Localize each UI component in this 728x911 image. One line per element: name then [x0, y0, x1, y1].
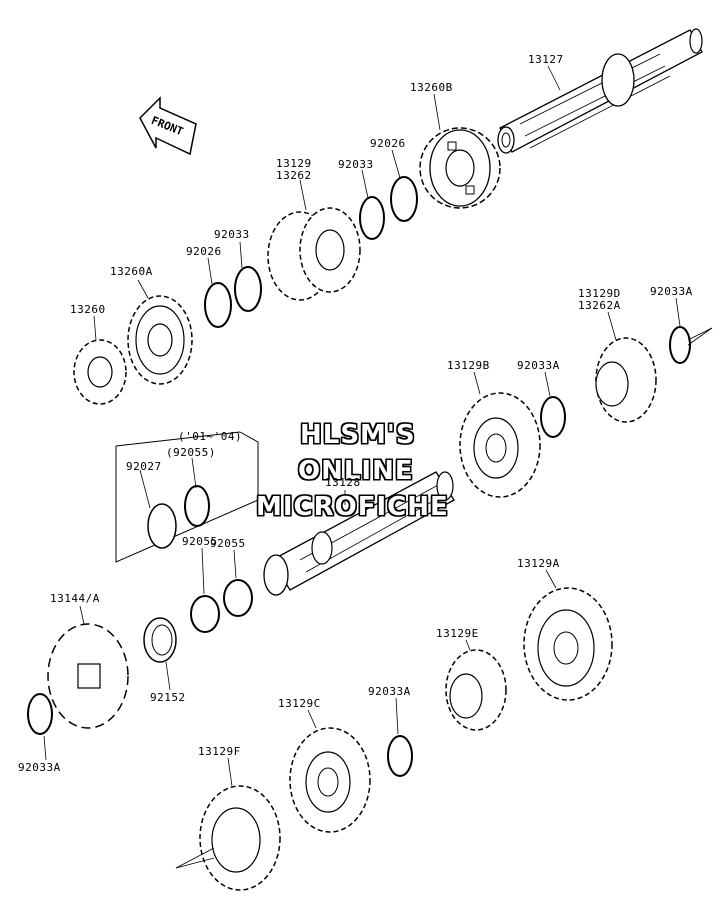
label-13129A: 13129A [517, 557, 560, 570]
gear-13129A [523, 587, 613, 701]
countershaft-13128 [263, 471, 455, 596]
circlip-92026-top [390, 176, 418, 222]
label-92026-top: 92026 [370, 137, 406, 150]
gear-13260A [127, 295, 193, 385]
gear-13129F [199, 785, 281, 891]
gear-13129C [289, 727, 371, 833]
label-92055-a: 92055 [182, 535, 218, 548]
watermark-line-3: MICROFICHE [256, 492, 449, 522]
gear-13260 [73, 339, 127, 405]
inset-year-note: ('01~'04) [178, 430, 243, 443]
label-13127: 13127 [528, 53, 564, 66]
gear-13129 [267, 207, 361, 301]
watermark-line-1: HLSM'S [300, 420, 416, 450]
gear-13260B [419, 127, 501, 209]
label-92033A-mid: 92033A [517, 359, 560, 372]
circlip-92033A-left [27, 693, 53, 735]
label-92033A-left: 92033A [18, 761, 61, 774]
inset-part-92027: 92027 [126, 460, 162, 473]
label-13260A: 13260A [110, 265, 153, 278]
label-92033A-lower: 92033A [368, 685, 411, 698]
label-92055-b: 92055 [210, 537, 246, 550]
label-92033-top: 92033 [338, 158, 374, 171]
label-13129: 13129 [276, 157, 312, 170]
label-92033-mid: 92033 [214, 228, 250, 241]
label-13262: 13262 [276, 169, 312, 182]
oring-92055-b [223, 579, 253, 617]
gear-13129B [459, 392, 541, 498]
label-13260B: 13260B [410, 81, 453, 94]
watermark-line-2: ONLINE [298, 456, 414, 486]
label-92026-mid: 92026 [186, 245, 222, 258]
label-13144A: 13144/A [50, 592, 100, 605]
leader-lines [43, 65, 681, 787]
pointer-line [175, 847, 215, 869]
label-13260: 13260 [70, 303, 106, 316]
circlip-92026-mid [204, 282, 232, 328]
main-shaft-13127 [497, 28, 703, 154]
sprocket-13144A [47, 623, 129, 729]
pointer-line [687, 327, 713, 346]
gear-13129D [595, 337, 657, 423]
label-13129F: 13129F [198, 745, 241, 758]
label-13129D: 13129D [578, 287, 621, 300]
label-92152: 92152 [150, 691, 186, 704]
circlip-92033-top [359, 196, 385, 240]
inset-box [115, 431, 259, 563]
gear-13129E [445, 649, 507, 731]
label-13129B: 13129B [447, 359, 490, 372]
label-92033A-right: 92033A [650, 285, 693, 298]
circlip-92033-mid [234, 266, 262, 312]
circlip-92033A-mid [540, 396, 566, 438]
pointer-line [175, 857, 215, 869]
inset-part-92055: (92055) [166, 446, 216, 459]
pointer-line [687, 327, 713, 341]
oring-92055-a [190, 595, 220, 633]
front-arrow: FRONT [139, 96, 197, 156]
circlip-92033A-lower [387, 735, 413, 777]
label-13129E: 13129E [436, 627, 479, 640]
label-13262A: 13262A [578, 299, 621, 312]
circlip-92033A-right [669, 326, 691, 364]
bushing-92152 [143, 617, 177, 663]
label-13129C: 13129C [278, 697, 321, 710]
label-13128: 13128 [325, 476, 361, 489]
